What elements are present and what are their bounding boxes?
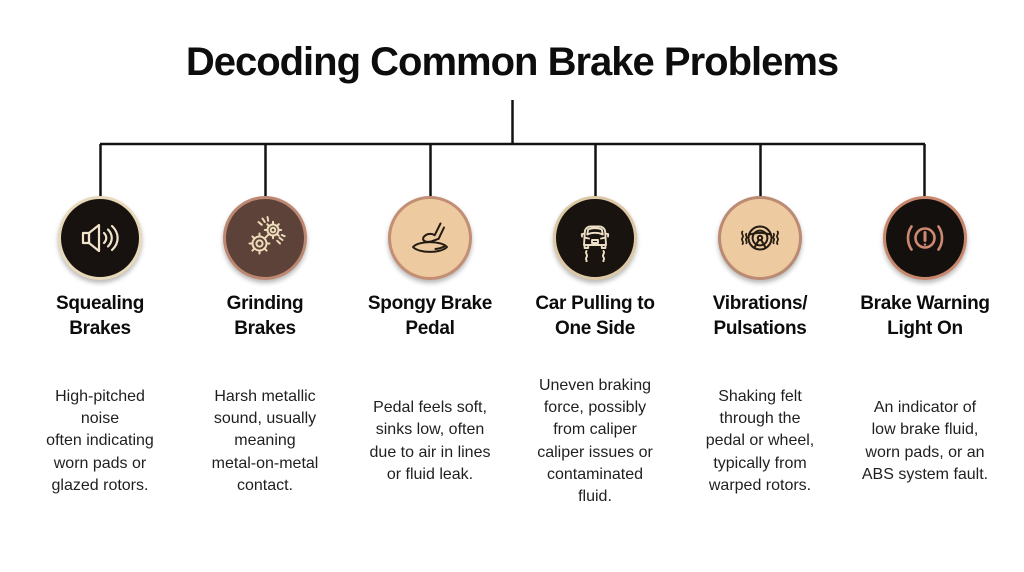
brake-pedal-foot-icon <box>412 222 448 253</box>
problem-description-area: Pedal feels soft, sinks low, often due t… <box>347 356 513 528</box>
problem-description-area: Harsh metallic sound, usually meaning me… <box>182 356 348 528</box>
problem-description: High-pitched noise often indicating worn… <box>46 388 154 494</box>
problem-column-spongy-brake-pedal: Spongy Brake Pedal Pedal feels soft, sin… <box>347 196 513 528</box>
problem-column-brake-warning: Brake Warning Light On An indicator of l… <box>842 196 1008 528</box>
problem-icon-circle <box>58 196 142 280</box>
problem-icon-circle <box>883 196 967 280</box>
problem-column-squealing-brakes: Squealing Brakes High-pitched noise ofte… <box>17 196 183 528</box>
problem-icon-circle <box>718 196 802 280</box>
problem-description-area: High-pitched noise often indicating worn… <box>17 356 183 528</box>
problem-icon-circle <box>553 196 637 280</box>
page-title: Decoding Common Brake Problems <box>185 40 839 84</box>
problem-description: Shaking felt through the pedal or wheel,… <box>705 388 815 494</box>
connector-tree <box>99 100 926 200</box>
problem-icon-circle <box>223 196 307 280</box>
problem-heading: Vibrations/ Pulsations <box>712 293 808 340</box>
problem-heading: Grinding Brakes <box>226 293 304 340</box>
problem-description-area: An indicator of low brake fluid, worn pa… <box>842 356 1008 528</box>
speaker-sound-icon <box>81 223 119 253</box>
problem-description-area: Uneven braking force, possibly from cali… <box>512 356 678 528</box>
problem-heading: Car Pulling to One Side <box>535 293 655 340</box>
problem-heading: Squealing Brakes <box>55 293 145 340</box>
problem-heading: Brake Warning Light On <box>860 293 990 340</box>
problem-description-area: Shaking felt through the pedal or wheel,… <box>677 356 843 528</box>
steering-wheel-icon <box>741 225 779 251</box>
brake-warning-light-icon <box>906 225 944 251</box>
problem-description: Uneven braking force, possibly from cali… <box>537 377 653 505</box>
gears-icon <box>248 216 286 255</box>
problem-description: An indicator of low brake fluid, worn pa… <box>861 399 989 483</box>
problem-heading: Spongy Brake Pedal <box>367 293 493 340</box>
problem-column-car-pulling: Car Pulling to One Side Uneven braking f… <box>512 196 678 528</box>
problem-description: Harsh metallic sound, usually meaning me… <box>211 388 319 494</box>
problem-icon-circle <box>388 196 472 280</box>
problem-description: Pedal feels soft, sinks low, often due t… <box>369 399 491 483</box>
problem-column-grinding-brakes: Grinding Brakes Harsh metallic sound, us… <box>182 196 348 528</box>
problem-column-vibrations: Vibrations/ Pulsations Shaking felt thro… <box>677 196 843 528</box>
car-skid-icon <box>580 225 610 262</box>
